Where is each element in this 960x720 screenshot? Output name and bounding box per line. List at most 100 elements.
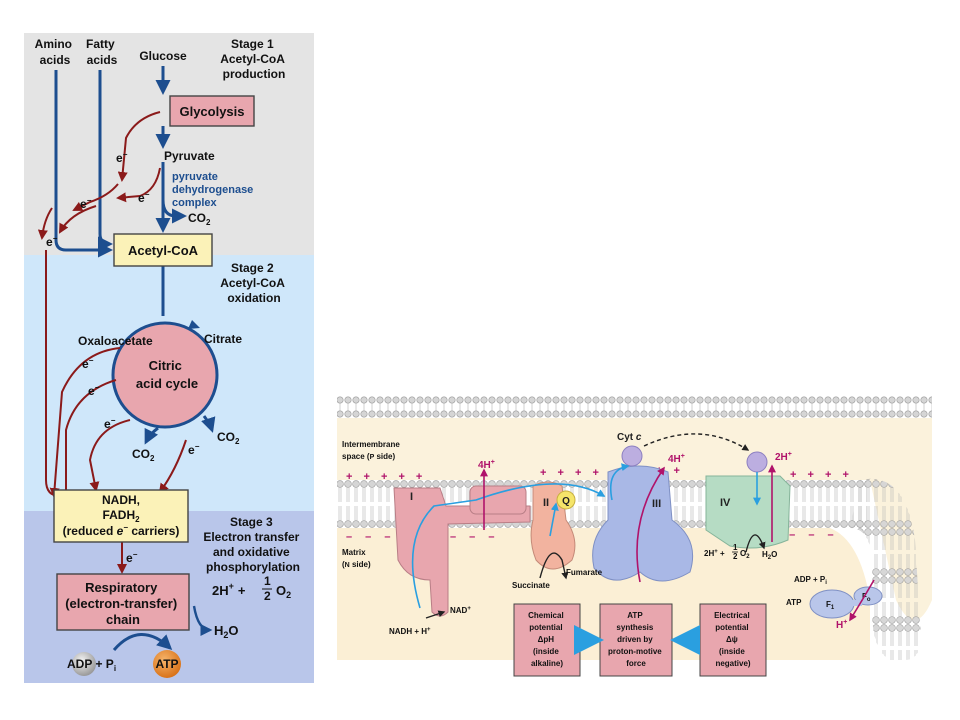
carbon-flow-arrows — [54, 66, 216, 651]
complex-IV-reactants-label: 2H+ + — [704, 549, 725, 558]
cycle-co2-right-arrow — [201, 415, 216, 433]
stage2-title-line-3: oxidation — [227, 291, 280, 305]
complex-IV-half-den: 2 — [733, 552, 738, 561]
co2-stage1-text: CO — [188, 211, 206, 225]
cycle-co2-left-arrow — [144, 426, 159, 445]
chem-line-1: Chemical — [528, 611, 564, 620]
complex-II-electron-path — [549, 502, 559, 537]
plus-signs-row-4: + + + + — [790, 469, 853, 481]
complex-IV-label: IV — [720, 497, 731, 509]
h2-sup: + — [788, 451, 792, 458]
resp-line-3: chain — [106, 612, 140, 627]
stage1-title-line-3: production — [223, 67, 286, 81]
chem-line-3: ΔpH — [538, 635, 555, 644]
chem-line-4: (inside — [533, 647, 559, 656]
civ-water-sub: 2 — [768, 555, 772, 561]
atp-sphere — [153, 650, 181, 678]
nad-text: NAD — [450, 606, 468, 615]
elec-line-2: potential — [715, 623, 748, 632]
glycolysis-label: Glycolysis — [179, 104, 244, 119]
atp-syn-line-1: ATP — [627, 611, 643, 620]
stage3-title: Stage 3 Electron transfer and oxidative … — [203, 515, 302, 574]
half-numerator: 1 — [264, 574, 271, 588]
matrix-line-2b: N — [345, 562, 350, 569]
acetyl-coa-label: Acetyl-CoA — [128, 243, 199, 258]
pdh-line-3: complex — [172, 197, 218, 209]
o2-sub: 2 — [286, 590, 291, 600]
reduced-carriers-label: (reduced e− carriers) — [63, 523, 180, 538]
complex-III-proton-arrow — [636, 466, 665, 583]
pyruvate-electron-arrow — [116, 167, 161, 203]
oxy-h-sup: + — [229, 581, 234, 591]
e9-text: e — [126, 551, 133, 565]
cytochrome-c-label: Cyt c — [617, 432, 642, 443]
adp-to-atp-arrow — [112, 633, 173, 651]
e8-sup: − — [195, 442, 200, 451]
amino-acid-arrow — [54, 70, 113, 258]
matrix-line-2a: ( — [342, 560, 345, 569]
oxygen-to-water-arrow — [192, 605, 213, 636]
stage1-title-line-2: Acetyl-CoA — [220, 52, 285, 66]
electron-transport-arrows — [411, 463, 761, 609]
atp-synthase-proton-arrow — [849, 579, 875, 622]
civ-water-o: O — [771, 550, 777, 559]
complex-III-electron-path — [609, 463, 630, 501]
e4-text: e — [46, 235, 53, 249]
matrix-line-2c: side) — [350, 560, 371, 569]
e6-sup: − — [95, 383, 100, 392]
complex-IV-half-num: 1 — [733, 543, 738, 552]
fatty-to-amino-electron-arrow — [59, 205, 97, 234]
civ-plus: + — [718, 549, 725, 558]
e5-sup: − — [89, 356, 94, 365]
cytochrome-c-left — [621, 445, 643, 467]
water-label: H2O — [214, 623, 239, 640]
stage3-title-line-2: Electron transfer — [203, 530, 299, 544]
matrix-label: Matrix (N side) — [342, 548, 371, 569]
hout-text: H — [836, 620, 843, 631]
ims-line-1: Intermembrane — [342, 440, 400, 449]
respiratory-chain-label: Respiratory (electron-transfer) chain — [65, 580, 181, 627]
fadh2-text: FADH — [102, 508, 135, 522]
oxygen-reactant-label: 2H++ — [212, 581, 246, 598]
e1-text: e — [116, 151, 123, 165]
civ-o: O — [740, 549, 746, 558]
nadh-h-sup: + — [427, 627, 431, 633]
complex-I-label: I — [410, 491, 413, 503]
atp-syn-line-4: proton-motive — [608, 647, 662, 656]
adp-pi-right-label: ADP + Pi — [794, 575, 827, 586]
fo-sub: o — [867, 597, 871, 603]
glycolysis-box — [169, 95, 255, 127]
civ-o-sub: 2 — [746, 554, 750, 560]
nad-sup: + — [467, 606, 471, 612]
hout-sup: + — [843, 619, 847, 626]
citric-acid-cycle — [111, 321, 219, 429]
outer-membrane — [337, 396, 932, 418]
reduced-e: e — [117, 524, 124, 538]
complex-IV-proton-label: 2H+ — [775, 451, 792, 463]
elec-line-5: negative) — [715, 659, 750, 668]
electron-label-3: e− — [80, 196, 92, 211]
atp-synthesis-box — [599, 603, 673, 677]
adp-pi-label: ADP + Pi — [67, 657, 116, 673]
f1-text: F — [826, 600, 831, 609]
reduced-e-sup: − — [123, 523, 128, 532]
oxaloacetate-label: Oxaloacetate — [78, 334, 153, 348]
e7-sup: − — [111, 416, 116, 425]
adp-sub: i — [114, 664, 116, 673]
glycolysis-electron-arrow — [117, 111, 161, 182]
chem-line-5: alkaline) — [531, 659, 563, 668]
ims-line-2a: space ( — [342, 452, 370, 461]
ims-line-2c: side) — [374, 452, 395, 461]
electron-label-1: e− — [116, 150, 128, 165]
stage2-title: Stage 2 Acetyl-CoA oxidation — [220, 261, 288, 305]
adp-right-text: ADP + P — [794, 575, 826, 584]
citric-acid-cycle-label: Citric acid cycle — [136, 358, 198, 391]
citrate-label: Citrate — [204, 332, 242, 346]
cycle-electron-3-arrow — [88, 419, 131, 492]
cycle-electron-2-arrow — [65, 379, 117, 496]
stage2-title-line-1: Stage 2 — [231, 261, 274, 275]
nadh-oxidation-arrow — [425, 610, 446, 619]
proton-pump-arrows — [480, 464, 875, 622]
chemical-potential-box — [513, 603, 581, 677]
nadh-h-label: NADH + H+ — [389, 627, 431, 636]
